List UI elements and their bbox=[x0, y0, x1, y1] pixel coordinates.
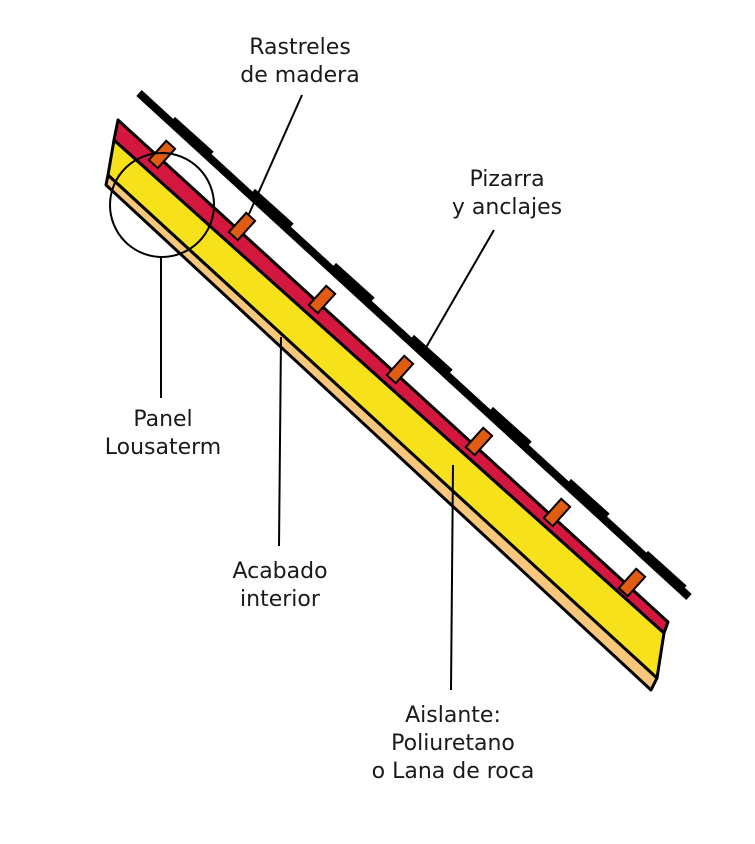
label-battens: Rastreles de madera bbox=[220, 34, 380, 90]
label-panel: Panel Lousaterm bbox=[88, 406, 238, 462]
label-battens-line1: Rastreles bbox=[249, 35, 351, 60]
leader-insulation bbox=[450, 464, 454, 691]
slate-2 bbox=[248, 188, 294, 232]
label-panel-line2: Lousaterm bbox=[104, 435, 222, 460]
slate-7 bbox=[641, 550, 687, 594]
batten-1 bbox=[147, 139, 177, 170]
label-panel-line1: Panel bbox=[133, 407, 193, 432]
label-finish: Acabado interior bbox=[205, 558, 355, 614]
label-insulation-line2: Poliuretano bbox=[391, 731, 515, 756]
label-battens-line2: de madera bbox=[240, 63, 360, 88]
label-insulation-line3: o Lana de roca bbox=[371, 759, 535, 784]
batten-6 bbox=[542, 497, 572, 528]
label-slate-line1: Pizarra bbox=[469, 167, 545, 192]
batten-7 bbox=[617, 567, 647, 598]
slate-5 bbox=[486, 406, 532, 450]
slate-3 bbox=[329, 262, 375, 306]
batten-3 bbox=[307, 284, 337, 315]
slate-4 bbox=[407, 334, 453, 378]
leader-battens bbox=[248, 94, 303, 215]
leader-slate bbox=[423, 229, 495, 352]
label-slate-line2: y anclajes bbox=[451, 195, 563, 220]
batten-4 bbox=[385, 354, 415, 385]
slate-1 bbox=[168, 116, 214, 160]
leader-finish bbox=[278, 336, 282, 547]
batten-5 bbox=[464, 426, 494, 457]
label-finish-line1: Acabado bbox=[232, 559, 328, 584]
label-insulation: Aislante: Poliuretano o Lana de roca bbox=[358, 702, 548, 786]
slate-6 bbox=[564, 478, 610, 522]
battens-and-slates bbox=[147, 116, 687, 598]
label-insulation-line1: Aislante: bbox=[405, 703, 501, 728]
label-finish-line2: interior bbox=[240, 587, 320, 612]
batten-2 bbox=[227, 211, 257, 242]
label-slate: Pizarra y anclajes bbox=[432, 166, 582, 222]
